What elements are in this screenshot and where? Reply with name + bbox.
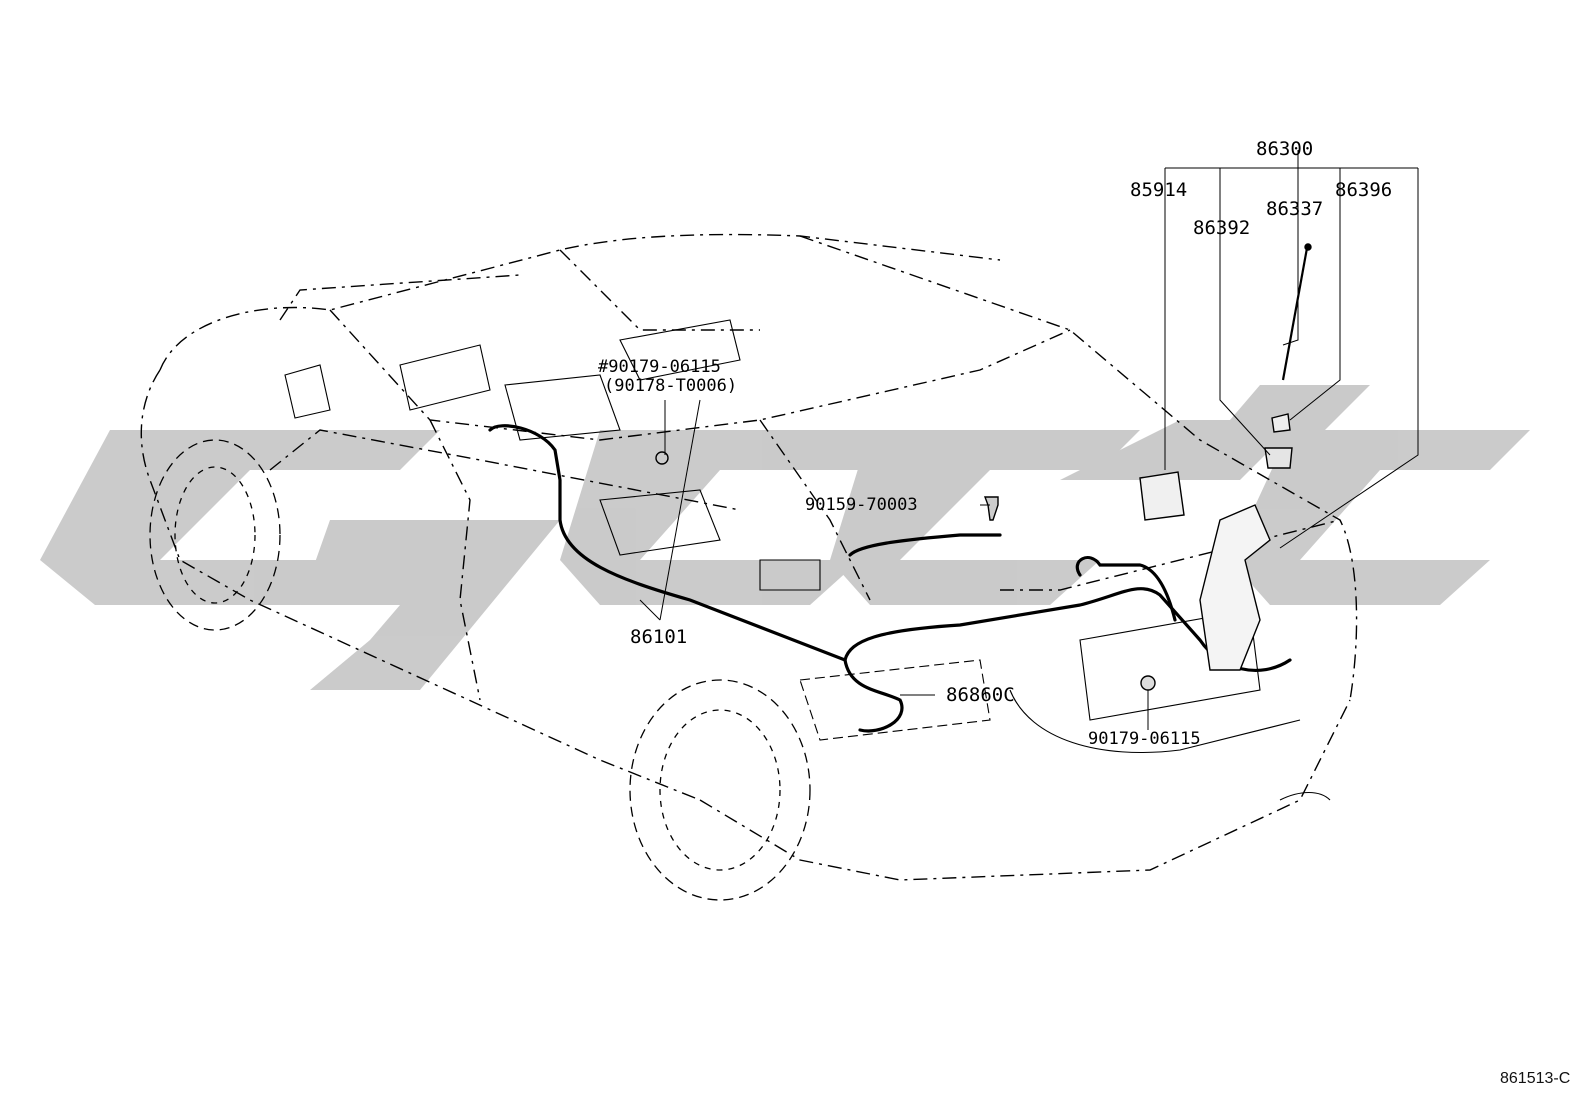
label-90179-06115-rear: 90179-06115 <box>1088 729 1201 749</box>
wheels <box>149 439 811 901</box>
leader-lines <box>639 150 1419 730</box>
front-wheel <box>149 439 281 631</box>
watermark-logo <box>40 385 1530 690</box>
relay-box <box>1139 471 1185 521</box>
antenna-tip <box>1304 243 1312 251</box>
interior-details <box>284 319 1331 801</box>
label-85914: 85914 <box>1130 179 1187 201</box>
watermark-shape-6 <box>1230 430 1530 605</box>
rear-wheel-inner <box>659 709 781 871</box>
nut-front-part <box>655 451 669 465</box>
label-90179-06115-front: #90179-06115 <box>598 357 721 377</box>
antenna-motor <box>1199 504 1271 671</box>
label-86860c: 86860C <box>946 684 1015 706</box>
antenna-nut-part <box>1264 447 1293 469</box>
label-86101: 86101 <box>630 626 687 648</box>
rear-wheel <box>629 679 811 901</box>
screw-part <box>983 496 999 521</box>
label-90159-70003: 90159-70003 <box>805 495 918 515</box>
watermark-shape-4 <box>830 430 1140 605</box>
label-86337: 86337 <box>1266 198 1323 220</box>
label-86396: 86396 <box>1335 179 1392 201</box>
label-86300: 86300 <box>1256 138 1313 160</box>
label-86392: 86392 <box>1193 217 1250 239</box>
antenna-cover-part <box>1271 413 1291 433</box>
front-wheel-inner <box>174 466 256 604</box>
antenna-pole <box>1281 247 1309 381</box>
watermark-shape-2 <box>300 520 560 690</box>
antenna-assembly <box>655 243 1312 691</box>
nut-rear-part <box>1140 675 1156 691</box>
diagram-id: 861513-C <box>1500 1070 1570 1087</box>
watermark-shape-3 <box>560 430 900 605</box>
label-90178-t0006: (90178-T0006) <box>604 376 737 396</box>
